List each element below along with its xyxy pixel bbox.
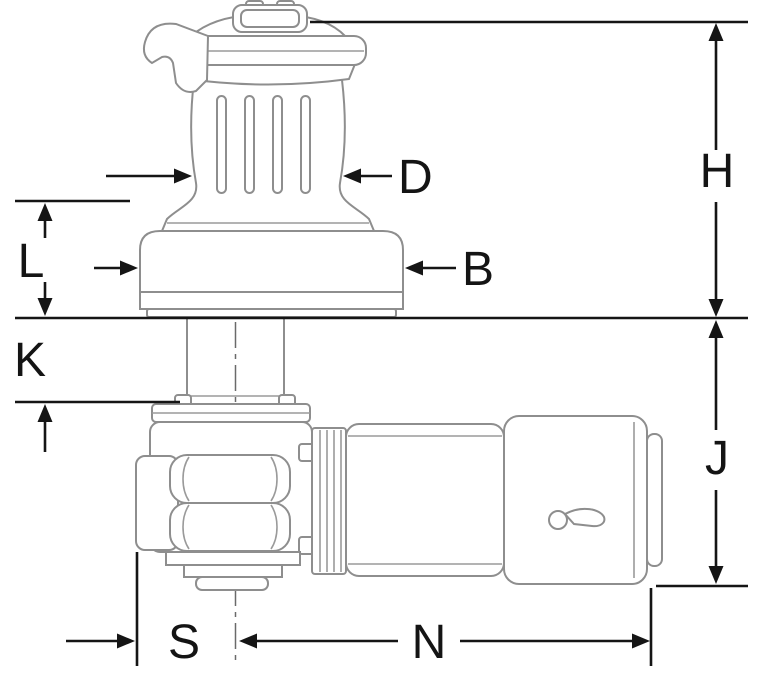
gearbox-step-2	[183, 564, 283, 578]
roller-end-line	[182, 504, 190, 550]
arrowhead-down-icon	[37, 298, 53, 316]
drum-slot	[216, 95, 227, 194]
gearbox	[135, 403, 319, 591]
arrowhead-left-icon	[405, 260, 423, 276]
arrowhead-down-icon	[708, 299, 724, 317]
motor-housing	[503, 415, 648, 585]
dimension-label-d: D	[398, 151, 433, 204]
dimension-label-n: N	[412, 616, 447, 669]
stripper-arm	[142, 22, 210, 93]
dimension-label-b: B	[462, 243, 494, 296]
dimension-b: B	[94, 243, 494, 296]
dimension-d: D	[106, 151, 433, 204]
arrowhead-up-icon	[708, 23, 724, 41]
arrowhead-right-icon	[117, 633, 135, 649]
dimension-h: H	[700, 23, 735, 317]
gearbox-roller-bottom	[169, 502, 291, 552]
motor-key	[548, 507, 606, 530]
gearbox-step-3	[195, 576, 269, 591]
dimension-label-k: K	[14, 334, 46, 387]
arrowhead-right-icon	[120, 260, 138, 276]
dimension-s: S	[66, 616, 200, 669]
drum-slot	[244, 95, 255, 194]
base-lip	[146, 308, 397, 318]
arrowhead-up-icon	[37, 404, 53, 422]
key-ring	[548, 510, 568, 530]
motor	[311, 415, 663, 585]
arrowhead-up-icon	[37, 203, 53, 221]
arrowhead-down-icon	[708, 566, 724, 584]
drum-slot	[300, 95, 311, 194]
arrowhead-right-icon	[174, 168, 192, 184]
winch-drum	[160, 79, 376, 232]
roller-end-line	[182, 456, 190, 502]
arrowhead-left-icon	[343, 168, 361, 184]
dimensions: H J D B	[14, 20, 748, 669]
gearbox-bracket	[135, 455, 179, 551]
motor-end-cap	[646, 433, 663, 567]
arrowhead-right-icon	[632, 633, 650, 649]
dimension-label-h: H	[700, 145, 735, 198]
key-handle	[563, 507, 606, 528]
roller-end-line	[270, 504, 278, 550]
dimension-n: N	[239, 616, 650, 669]
dimension-label-l: L	[18, 235, 45, 288]
cap-socket	[240, 9, 300, 28]
base-body	[139, 230, 404, 293]
winch-base	[139, 230, 404, 318]
dimension-j: J	[705, 320, 729, 584]
motor-body	[345, 423, 505, 577]
dimension-label-s: S	[168, 616, 200, 669]
dimension-k: K	[14, 334, 53, 452]
arrowhead-up-icon	[708, 320, 724, 338]
gearbox-step-1	[165, 551, 301, 566]
dimension-label-j: J	[705, 432, 729, 485]
drum-body	[160, 79, 376, 232]
winch-cap	[232, 0, 308, 33]
motor-body-lines	[348, 435, 502, 565]
drum-slot	[272, 95, 283, 194]
dimension-l: L	[18, 203, 53, 316]
gearbox-roller-top	[169, 454, 291, 504]
roller-end-line	[270, 456, 278, 502]
base-band	[139, 291, 404, 310]
arrowhead-left-icon	[239, 633, 257, 649]
coupling-ridges	[319, 430, 342, 572]
